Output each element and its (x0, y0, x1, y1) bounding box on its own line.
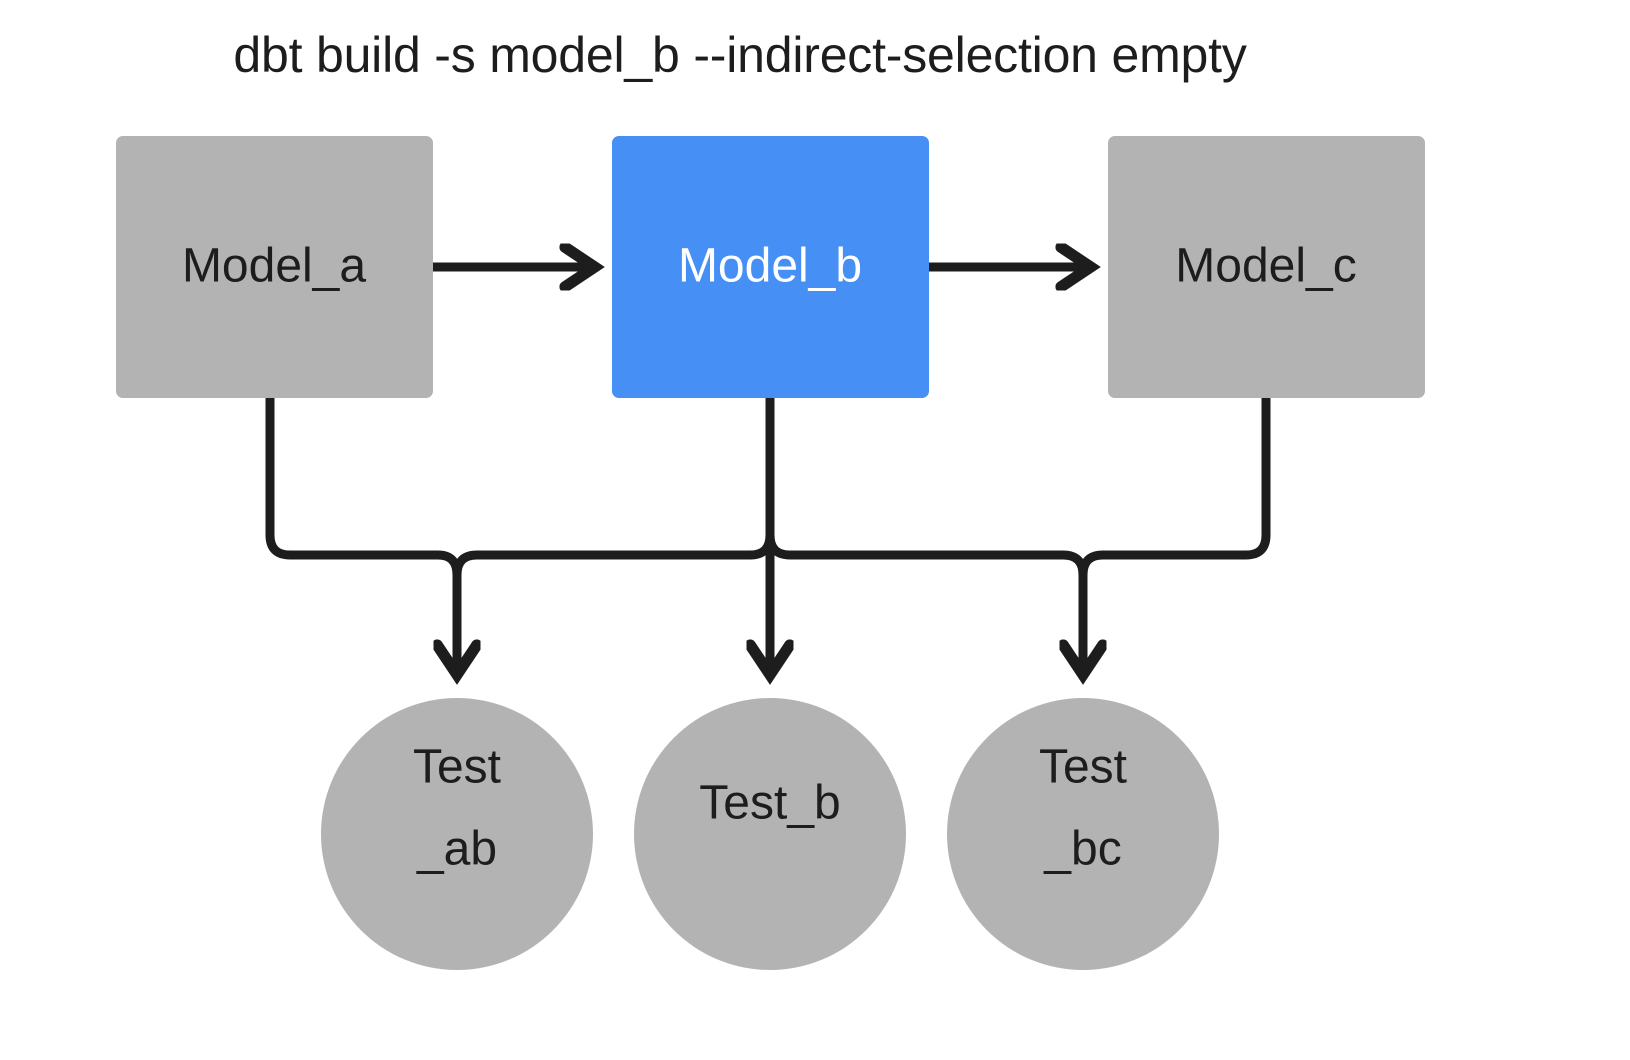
node-model-c[interactable]: Model_c (1108, 136, 1425, 398)
edge-layer (265, 267, 1271, 672)
node-model-a-label: Model_a (182, 240, 366, 293)
node-test-ab[interactable]: Test _ab (321, 698, 593, 970)
node-test-b-shape[interactable] (634, 698, 906, 970)
edge-model-b-to-test-ab (452, 398, 775, 672)
node-model-c-label: Model_c (1175, 240, 1356, 293)
node-test-ab-shape[interactable] (321, 698, 593, 970)
node-model-b[interactable]: Model_b (612, 136, 929, 398)
node-test-ab-label-line2: _ab (416, 823, 497, 876)
node-test-bc-label-line1: Test (1039, 741, 1127, 794)
model-node-layer: Model_a Model_b Model_c (116, 136, 1425, 398)
node-test-b[interactable]: Test_b (634, 698, 906, 970)
node-model-a-shape[interactable] (116, 136, 433, 398)
node-test-ab-label-line1: Test (413, 741, 501, 794)
diagram-title: dbt build -s model_b --indirect-selectio… (233, 27, 1247, 83)
node-test-bc-shape[interactable] (947, 698, 1219, 970)
node-model-a[interactable]: Model_a (116, 136, 433, 398)
node-model-b-label: Model_b (678, 240, 862, 293)
edge-model-c-to-test-bc (1078, 398, 1271, 672)
node-model-b-shape[interactable] (612, 136, 929, 398)
node-model-c-shape[interactable] (1108, 136, 1425, 398)
edge-model-a-to-test-ab (265, 398, 457, 672)
test-node-layer: Test _ab Test_b Test _bc (321, 698, 1219, 970)
node-test-bc[interactable]: Test _bc (947, 698, 1219, 970)
node-test-b-label-line1: Test_b (699, 777, 840, 830)
node-test-bc-label-line2: _bc (1043, 823, 1121, 876)
edge-model-b-to-test-bc (765, 398, 1083, 672)
